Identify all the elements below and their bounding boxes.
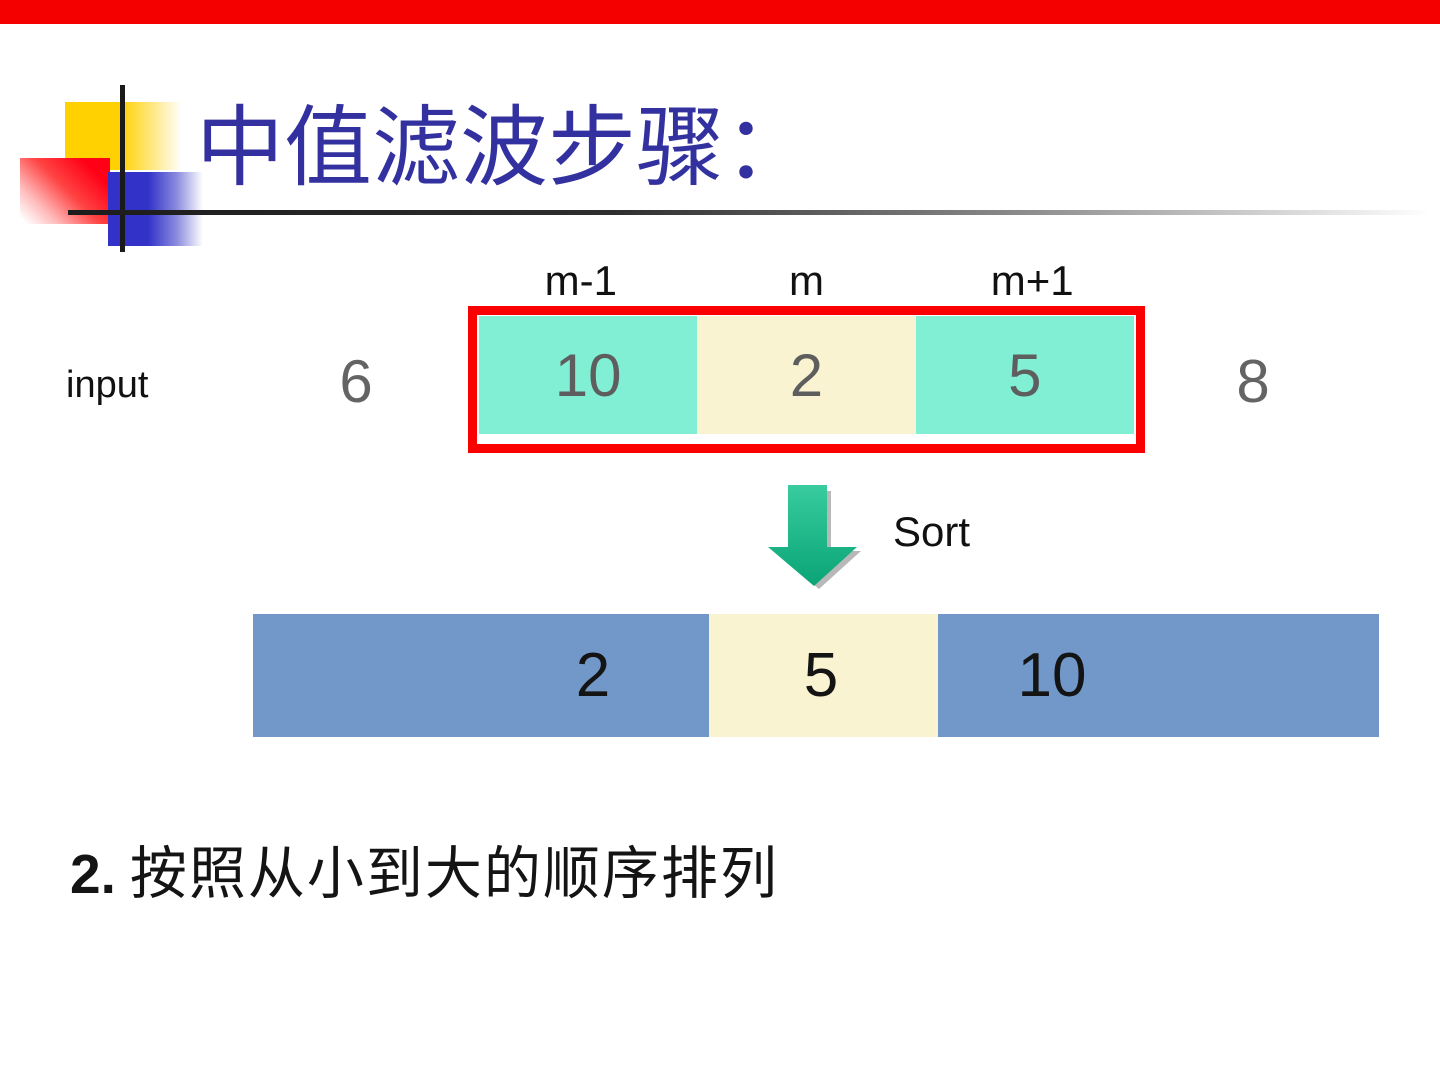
input-value-right: 8 — [1236, 348, 1270, 415]
top-red-bar — [0, 0, 1440, 24]
input-value-left: 6 — [339, 348, 373, 415]
step-number: 2. — [70, 843, 116, 905]
window-cell-m-plus-1: 5 — [915, 316, 1134, 434]
sorted-value-min: 2 — [575, 641, 611, 710]
position-labels-row: m-1 m m+1 — [468, 246, 1145, 302]
sorted-bar: 2 5 10 — [253, 614, 1379, 737]
step-text: 按照从小到大的顺序排列 — [129, 843, 779, 906]
label-m-plus-1: m+1 — [990, 257, 1074, 304]
window-cell-m-minus-1: 10 — [479, 316, 698, 434]
slide-title: 中值滤波步骤： — [196, 101, 813, 198]
filter-window-cells: 10 2 5 — [479, 316, 1134, 434]
input-label: input — [66, 364, 149, 406]
window-cell-m: 2 — [697, 316, 916, 434]
sort-label: Sort — [893, 508, 971, 555]
title-underline — [68, 210, 1430, 215]
sorted-value-median: 5 — [803, 641, 839, 710]
label-m-minus-1: m-1 — [544, 257, 617, 304]
deco-vertical-line — [120, 85, 125, 252]
down-block-arrow-icon — [768, 485, 862, 590]
filter-window-box: 10 2 5 — [468, 306, 1145, 453]
label-m: m — [789, 257, 824, 304]
sorted-value-max: 10 — [1017, 641, 1087, 710]
sorted-median-segment — [709, 614, 938, 737]
step-caption: 2.按照从小到大的顺序排列 — [70, 828, 779, 910]
